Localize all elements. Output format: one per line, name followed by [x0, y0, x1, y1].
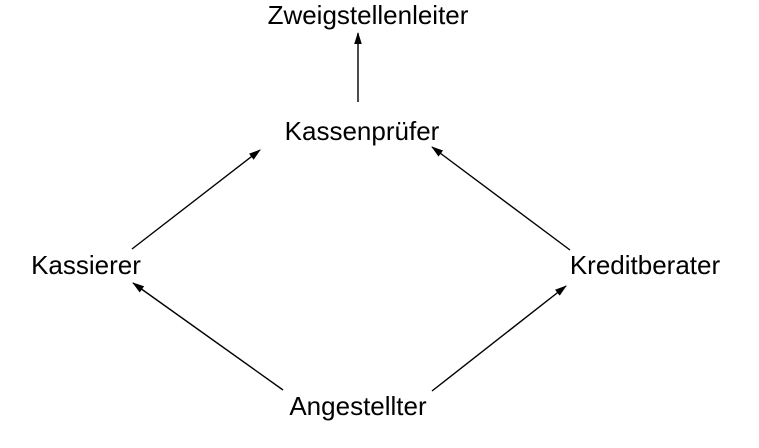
- edge-kreditberater-to-kassenpruefer: [431, 146, 571, 251]
- node-kassierer: Kassierer: [31, 250, 141, 280]
- edge-angestellter-to-kassierer: [132, 282, 284, 391]
- node-zweigstellenleiter: Zweigstellenleiter: [267, 0, 469, 30]
- edge-kassierer-to-kassenpruefer: [131, 149, 261, 250]
- node-kassenpruefer: Kassenprüfer: [284, 116, 440, 146]
- edge-angestellter-to-kreditberater: [431, 285, 567, 392]
- node-angestellter: Angestellter: [289, 391, 427, 421]
- node-kreditberater: Kreditberater: [569, 250, 721, 280]
